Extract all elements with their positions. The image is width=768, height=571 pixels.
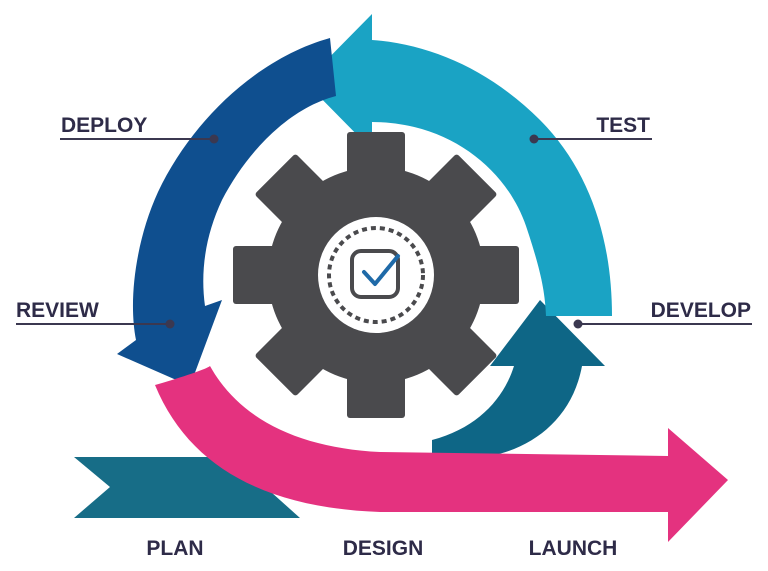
design-label: DESIGN bbox=[343, 537, 424, 560]
plan-label: PLAN bbox=[146, 537, 203, 560]
develop-leader bbox=[573, 319, 752, 329]
develop-label: DEVELOP bbox=[651, 299, 751, 322]
test-leader bbox=[529, 134, 652, 144]
deploy-label: DEPLOY bbox=[61, 114, 147, 137]
deploy-leader bbox=[60, 134, 219, 144]
review-label: REVIEW bbox=[16, 299, 99, 322]
test-arrow bbox=[305, 14, 612, 316]
launch-arrow bbox=[155, 366, 728, 542]
review-leader bbox=[16, 319, 175, 329]
launch-label: LAUNCH bbox=[529, 537, 618, 560]
deploy-arrow bbox=[117, 38, 336, 386]
gear-icon bbox=[233, 132, 519, 418]
develop-arrow bbox=[432, 300, 605, 458]
checkbox-check-icon bbox=[350, 249, 400, 299]
test-label: TEST bbox=[596, 114, 650, 137]
